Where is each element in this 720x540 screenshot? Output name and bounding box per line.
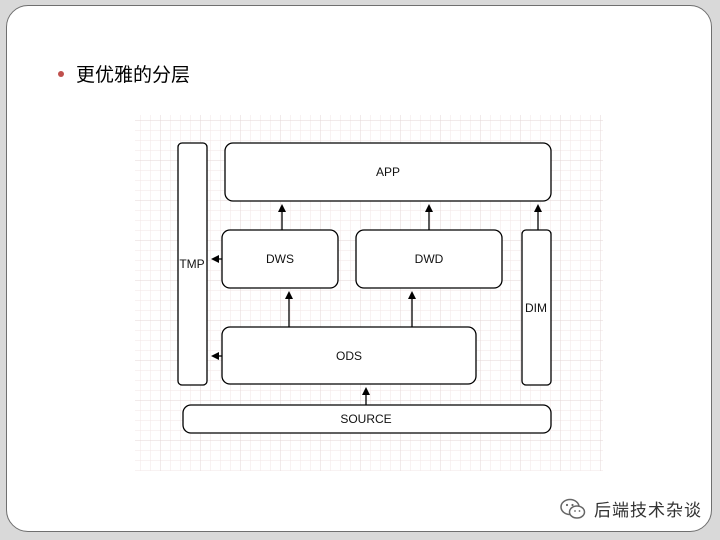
dwd-layer: DWD <box>355 229 503 289</box>
dws-label: DWS <box>266 252 294 266</box>
ods-label: ODS <box>336 349 362 363</box>
wechat-icon <box>560 498 586 519</box>
source-label: SOURCE <box>340 412 391 426</box>
dim-layer: DIM <box>521 229 552 386</box>
dim-label: DIM <box>525 301 547 315</box>
ods-layer: ODS <box>221 326 477 385</box>
watermark-text: 后端技术杂谈 <box>594 501 702 521</box>
dwd-label: DWD <box>415 252 444 266</box>
watermark: 后端技术杂谈 <box>560 496 702 521</box>
app-label: APP <box>376 165 400 179</box>
slide-title: 更优雅的分层 <box>76 64 191 86</box>
app-layer: APP <box>224 142 552 202</box>
tmp-layer: TMP <box>177 142 208 386</box>
bullet-dot <box>58 70 64 77</box>
source-layer: SOURCE <box>182 404 552 434</box>
arrows <box>211 204 542 405</box>
tmp-label: TMP <box>179 257 204 271</box>
dws-layer: DWS <box>221 229 339 289</box>
bullet-row: 更优雅的分层 <box>58 60 190 87</box>
